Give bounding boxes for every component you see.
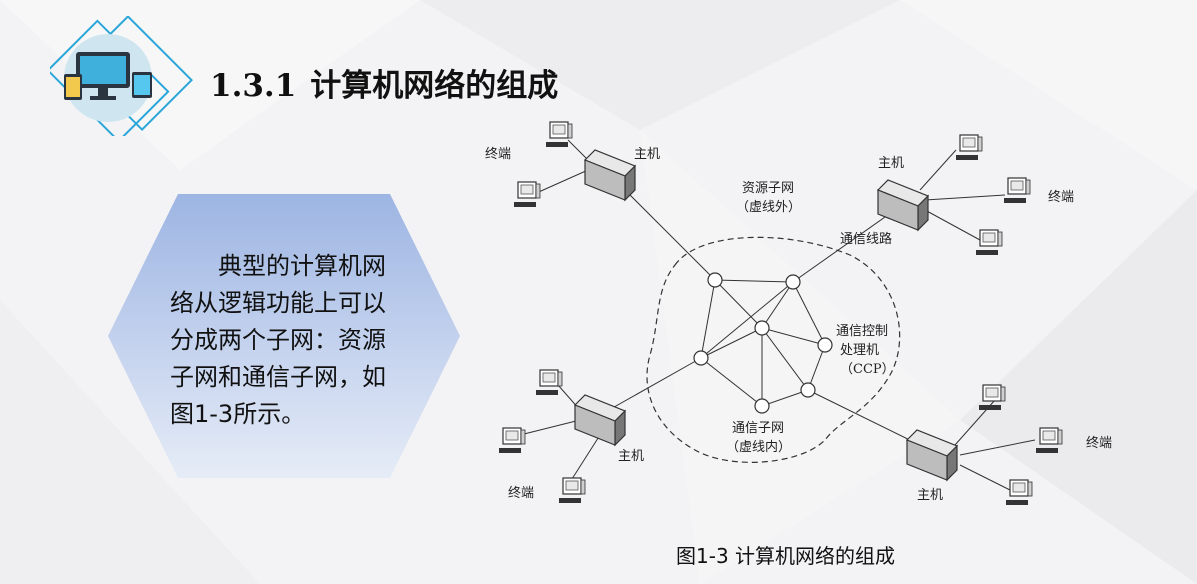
host-icon xyxy=(877,179,929,231)
figure-caption: 图1-3 计算机网络的组成 xyxy=(676,544,896,568)
section-number: 1.3.1 xyxy=(210,68,297,104)
page-title: 1.3.1 计算机网络的组成 xyxy=(210,60,558,105)
body-line-1: 典型的计算机网 xyxy=(218,252,386,280)
comm-subnet-boundary xyxy=(646,236,901,463)
terminal-icon xyxy=(1005,479,1033,506)
label-resource-subnet-note: （虚线外） xyxy=(736,200,801,215)
terminal-icon xyxy=(535,369,563,396)
section-title: 计算机网络的组成 xyxy=(310,68,559,104)
ccp-node xyxy=(785,274,801,290)
label-ccp-3: （CCP） xyxy=(840,362,895,377)
network-diagram: 终端 主机 主机 终端 资源子网 （虚线外） 通信线路 通信控制 处理机 （CC… xyxy=(485,121,1112,506)
host-icon xyxy=(574,394,626,446)
ccp-node xyxy=(817,337,833,353)
ccp-node xyxy=(754,320,770,336)
label-terminal: 终端 xyxy=(485,146,511,162)
label-terminal: 终端 xyxy=(1086,435,1112,451)
host-icon xyxy=(584,149,636,201)
body-line-4: 子网和通信子网，如 xyxy=(170,363,386,391)
ccp-nodes xyxy=(693,272,833,414)
logo xyxy=(50,16,193,136)
ccp-node xyxy=(707,272,723,288)
label-terminal: 终端 xyxy=(1048,189,1074,205)
label-comm-line: 通信线路 xyxy=(840,231,892,247)
label-host: 主机 xyxy=(878,156,904,171)
label-comm-subnet-note: （虚线内） xyxy=(726,439,791,455)
label-host: 主机 xyxy=(618,449,644,464)
host-icon xyxy=(906,429,958,481)
label-ccp-1: 通信控制 xyxy=(836,324,888,339)
label-comm-subnet: 通信子网 xyxy=(732,421,784,436)
ccp-node xyxy=(693,350,709,366)
terminal-icon xyxy=(1035,427,1063,454)
terminal-icon xyxy=(513,181,541,208)
terminal-icon xyxy=(498,427,526,454)
label-host: 主机 xyxy=(634,147,660,162)
terminal-icon xyxy=(545,121,573,148)
terminal-icon xyxy=(978,384,1006,411)
body-line-2: 络从逻辑功能上可以 xyxy=(170,289,386,317)
label-host: 主机 xyxy=(917,488,943,503)
terminal-icon xyxy=(975,229,1003,256)
label-terminal: 终端 xyxy=(508,485,534,501)
terminal-icon xyxy=(955,134,983,161)
terminal-icon xyxy=(558,477,586,504)
label-resource-subnet: 资源子网 xyxy=(742,181,794,196)
hexagon-text: 典型的计算机网 络从逻辑功能上可以 分成两个子网：资源 子网和通信子网，如 图1… xyxy=(170,248,420,433)
body-line-3: 分成两个子网：资源 xyxy=(170,326,386,354)
label-ccp-2: 处理机 xyxy=(840,343,879,358)
node-mesh xyxy=(700,279,826,407)
computer-devices-icon xyxy=(50,16,193,136)
ccp-node xyxy=(800,382,816,398)
ccp-node xyxy=(754,398,770,414)
terminal-icon xyxy=(1003,177,1031,204)
hexagon-callout xyxy=(108,194,460,478)
body-line-5: 图1-3所示。 xyxy=(170,400,306,428)
